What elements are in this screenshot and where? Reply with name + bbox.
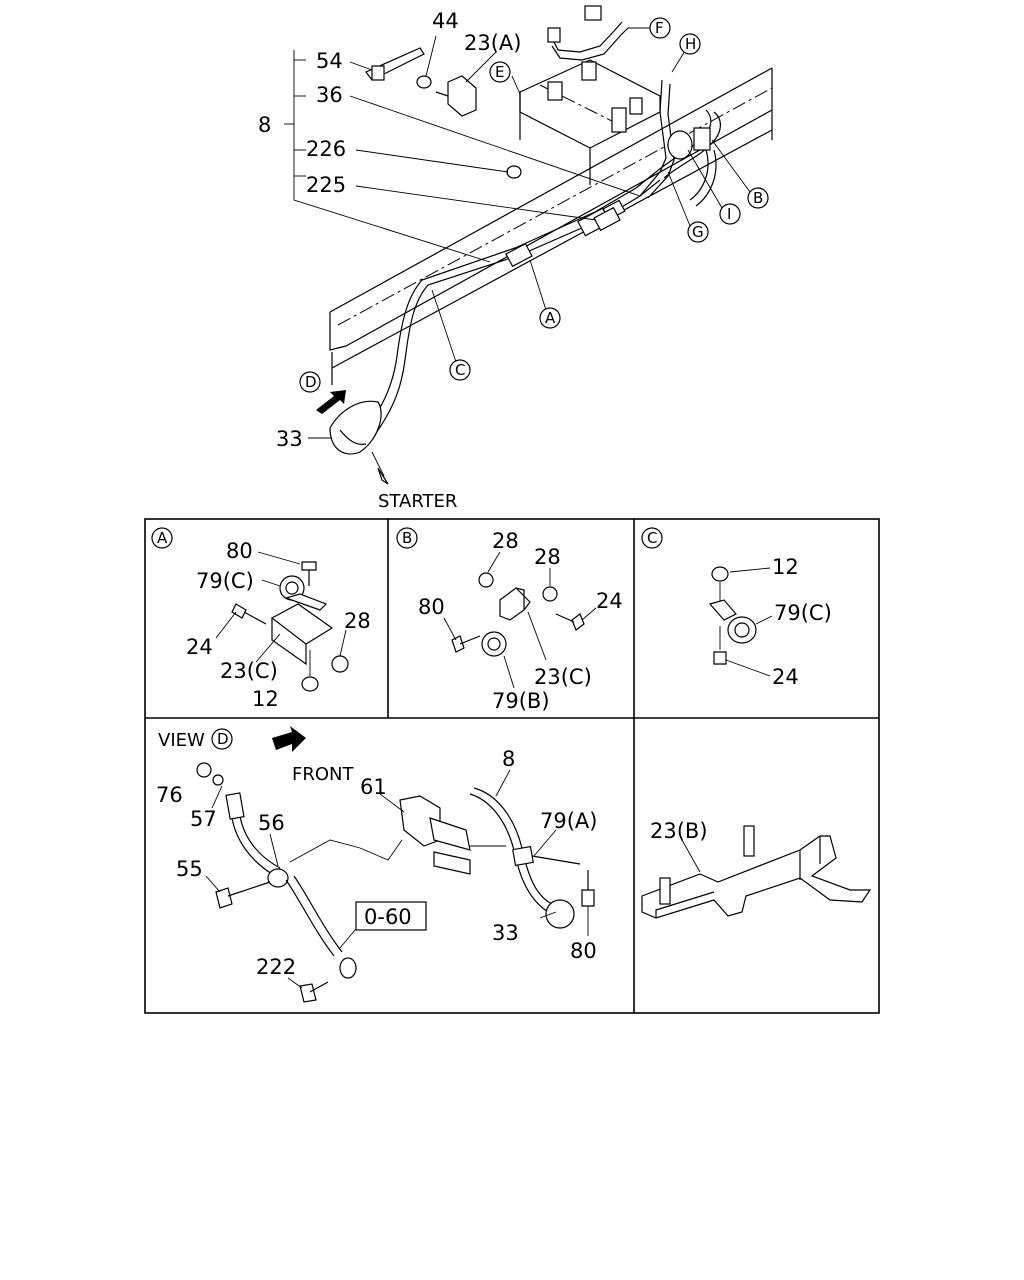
svg-text:D: D (217, 730, 229, 748)
detail-b-label-28b: 28 (534, 545, 561, 569)
small-hardware (365, 47, 621, 232)
svg-text:A: A (157, 529, 168, 547)
callout-b: B (747, 187, 769, 209)
view-d-arrow (316, 390, 346, 414)
detail-b-callout: B (396, 527, 418, 549)
bracket-label-23b: 23(B) (650, 819, 708, 843)
view-d-label-55: 55 (176, 857, 203, 881)
detail-a-label-23c: 23(C) (220, 659, 278, 683)
starter-boot (329, 400, 382, 455)
ref-box-0-60 (355, 901, 427, 931)
svg-text:C: C (455, 361, 465, 379)
svg-text:E: E (495, 63, 504, 81)
detail-a-label-12: 12 (252, 687, 279, 711)
detail-a-label-79c: 79(C) (196, 569, 254, 593)
detail-b-label-28a: 28 (492, 529, 519, 553)
detail-c-label-12: 12 (772, 555, 799, 579)
detail-c-label-24: 24 (772, 665, 799, 689)
view-d-label-8: 8 (502, 747, 515, 771)
callout-a: A (539, 307, 561, 329)
svg-text:I: I (727, 205, 731, 223)
callout-f: F (649, 17, 671, 39)
callout-d: D (299, 371, 321, 393)
label-226: 226 (306, 137, 346, 161)
view-d-label-57: 57 (190, 807, 217, 831)
detail-c-label-79c: 79(C) (774, 601, 832, 625)
front-arrow (272, 726, 306, 752)
callout-c: C (449, 359, 471, 381)
detail-grid (144, 518, 880, 1014)
view-d-title: VIEW (158, 730, 205, 751)
detail-a-callout: A (151, 527, 173, 549)
callout-i: I (719, 203, 741, 225)
detail-b-label-24: 24 (596, 589, 623, 613)
view-d-panel: VIEW D FRONT (156, 726, 597, 1003)
detail-a-panel: A 80 79(C) 24 28 23(C) 12 (151, 527, 371, 711)
label-starter: STARTER (378, 491, 457, 512)
front-label: FRONT (292, 764, 354, 785)
detail-a-label-24: 24 (186, 635, 213, 659)
main-assembly-view: 54 44 23(A) 8 36 226 225 33 STARTER E F … (258, 5, 773, 512)
label-33: 33 (276, 427, 303, 451)
label-8: 8 (258, 113, 271, 137)
svg-text:A: A (545, 309, 556, 327)
callout-e: E (489, 61, 511, 83)
label-23a: 23(A) (464, 31, 521, 55)
svg-text:F: F (655, 19, 664, 37)
view-d-label-76: 76 (156, 783, 183, 807)
view-d-label-222: 222 (256, 955, 296, 979)
svg-text:B: B (753, 189, 763, 207)
detail-c-callout: C (641, 527, 663, 549)
view-d-label-0-60: 0-60 (364, 905, 412, 929)
detail-b-label-79b: 79(B) (492, 689, 550, 713)
detail-b-label-23c: 23(C) (534, 665, 592, 689)
label-225: 225 (306, 173, 346, 197)
view-d-callout: D (211, 728, 233, 750)
svg-text:G: G (692, 223, 704, 241)
battery-box (519, 59, 661, 185)
detail-bracket-panel: 23(B) (641, 819, 872, 919)
detail-b-panel: B 28 28 80 24 23(C) 79(B) (396, 527, 623, 713)
svg-text:D: D (305, 373, 317, 391)
label-44: 44 (432, 9, 459, 33)
callout-g: G (687, 221, 709, 243)
svg-text:C: C (647, 529, 657, 547)
label-54: 54 (316, 49, 343, 73)
callout-h: H (679, 33, 701, 55)
label-36: 36 (316, 83, 343, 107)
battery-cable (357, 5, 721, 446)
view-d-label-61: 61 (360, 775, 387, 799)
leader-lines (284, 27, 751, 485)
view-d-label-79a: 79(A) (540, 809, 597, 833)
view-d-label-80: 80 (570, 939, 597, 963)
detail-a-label-80: 80 (226, 539, 253, 563)
detail-b-label-80: 80 (418, 595, 445, 619)
view-d-label-56: 56 (258, 811, 285, 835)
detail-c-panel: C 12 79(C) 24 (641, 527, 832, 689)
svg-text:B: B (402, 529, 412, 547)
detail-a-label-28: 28 (344, 609, 371, 633)
svg-text:H: H (685, 35, 696, 53)
view-d-label-33: 33 (492, 921, 519, 945)
